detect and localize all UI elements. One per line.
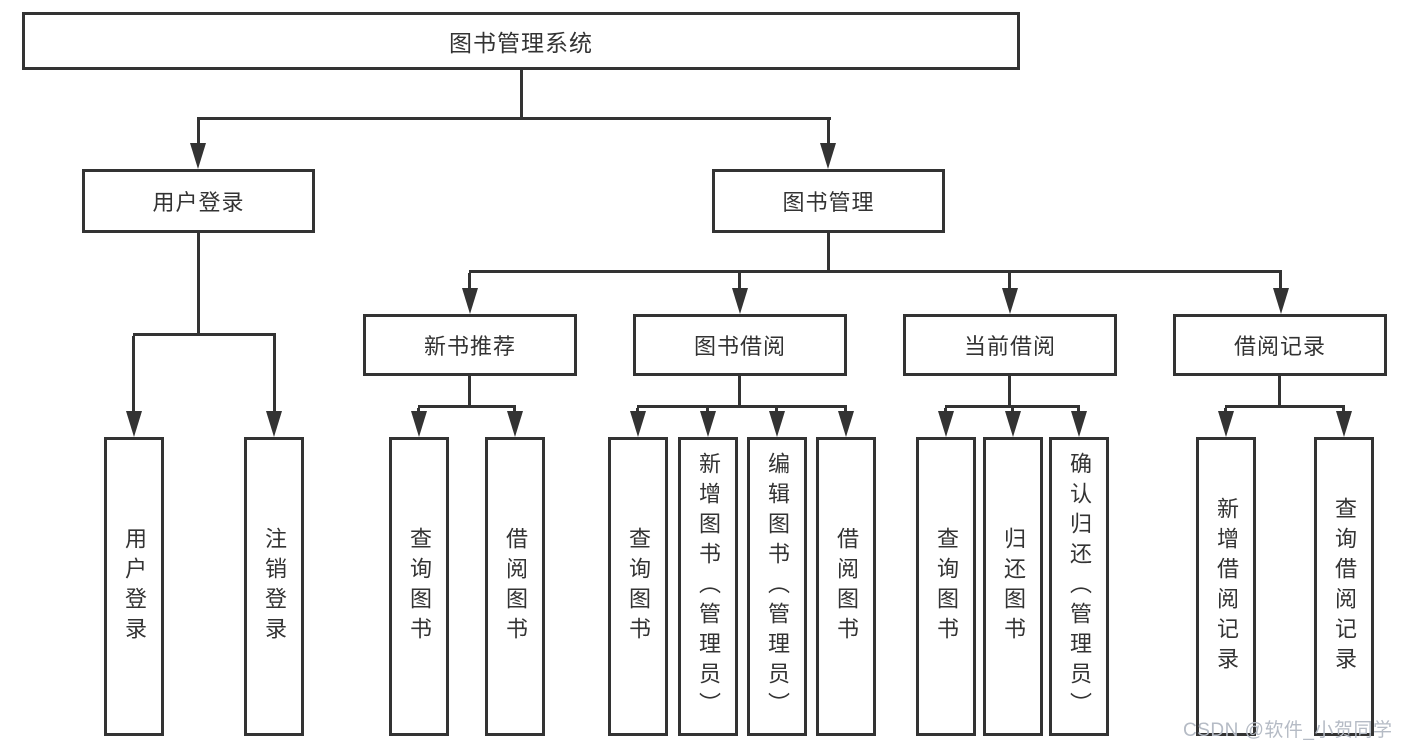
leaf-borrow-books: 借阅图书 — [816, 437, 876, 736]
arrow-down-icon — [732, 288, 748, 314]
leaf-query-books-current: 查询图书 — [916, 437, 976, 736]
node-label: 确认归还（管理员） — [1067, 451, 1092, 722]
node-label: 借阅图书 — [503, 526, 528, 647]
node-label: 借阅记录 — [1233, 334, 1326, 359]
connector-borrowing-bar — [637, 405, 847, 408]
leaf-add-book-admin: 新增图书（管理员） — [678, 437, 738, 736]
connector-drop-level3 — [1008, 273, 1011, 291]
arrow-down-icon — [820, 143, 836, 169]
arrow-down-icon — [938, 411, 954, 437]
node-label: 新增借阅记录 — [1214, 496, 1239, 677]
node-borrow-records: 借阅记录 — [1173, 314, 1387, 376]
arrow-down-icon — [1336, 411, 1352, 437]
connector-book-management-stem — [827, 233, 830, 272]
connector-drop-level3 — [738, 273, 741, 291]
node-label: 查询图书 — [407, 526, 432, 647]
node-label: 新书推荐 — [423, 334, 516, 359]
arrow-down-icon — [769, 411, 785, 437]
node-label: 查询图书 — [626, 526, 651, 647]
node-label: 用户登录 — [122, 526, 147, 647]
leaf-add-borrow-record: 新增借阅记录 — [1196, 437, 1256, 736]
node-label: 图书管理 — [782, 190, 875, 215]
connector-drop-user-login — [197, 119, 200, 145]
leaf-confirm-return-admin: 确认归还（管理员） — [1049, 437, 1109, 736]
connector-recommend-bar — [418, 405, 516, 408]
leaf-user-login: 用户登录 — [104, 437, 164, 736]
node-book-management: 图书管理 — [712, 169, 945, 233]
arrow-down-icon — [1273, 288, 1289, 314]
connector-borrowing-stem — [738, 376, 741, 407]
connector-recommend-stem — [468, 376, 471, 407]
node-user-login: 用户登录 — [82, 169, 315, 233]
arrow-down-icon — [1071, 411, 1087, 437]
connector-root-bar — [197, 117, 831, 120]
leaf-query-borrow-record: 查询借阅记录 — [1314, 437, 1374, 736]
node-library-management-system: 图书管理系统 — [22, 12, 1020, 70]
leaf-query-books-borrowing: 查询图书 — [608, 437, 668, 736]
node-label: 归还图书 — [1001, 526, 1026, 647]
arrow-down-icon — [838, 411, 854, 437]
connector-book-management-bar — [469, 270, 1282, 273]
connector-drop-leaf — [273, 336, 276, 413]
node-label: 查询图书 — [934, 526, 959, 647]
node-label: 图书借阅 — [693, 334, 786, 359]
arrow-down-icon — [462, 288, 478, 314]
arrow-down-icon — [190, 143, 206, 169]
node-label: 新增图书（管理员） — [696, 451, 721, 722]
connector-drop-level3 — [1279, 273, 1282, 291]
connector-current-stem — [1008, 376, 1011, 407]
node-label: 当前借阅 — [963, 334, 1056, 359]
connector-user-login-stem — [197, 233, 200, 335]
connector-current-bar — [945, 405, 1080, 408]
arrow-down-icon — [411, 411, 427, 437]
leaf-logout: 注销登录 — [244, 437, 304, 736]
connector-root-stem — [520, 68, 523, 119]
connector-drop-leaf — [132, 336, 135, 413]
node-label: 编辑图书（管理员） — [765, 451, 790, 722]
leaf-query-books-recommend: 查询图书 — [389, 437, 449, 736]
node-current-borrowing: 当前借阅 — [903, 314, 1117, 376]
leaf-edit-book-admin: 编辑图书（管理员） — [747, 437, 807, 736]
node-label: 查询借阅记录 — [1332, 496, 1357, 677]
node-label: 用户登录 — [152, 190, 245, 215]
arrow-down-icon — [1005, 411, 1021, 437]
leaf-return-book: 归还图书 — [983, 437, 1043, 736]
connector-drop-level3 — [468, 273, 471, 291]
node-label: 图书管理系统 — [449, 30, 593, 56]
arrow-down-icon — [126, 411, 142, 437]
connector-records-stem — [1278, 376, 1281, 407]
node-book-borrowing: 图书借阅 — [633, 314, 847, 376]
connector-records-bar — [1225, 405, 1345, 408]
arrow-down-icon — [1218, 411, 1234, 437]
arrow-down-icon — [507, 411, 523, 437]
node-new-book-recommend: 新书推荐 — [363, 314, 577, 376]
arrow-down-icon — [266, 411, 282, 437]
node-label: 注销登录 — [262, 526, 287, 647]
node-label: 借阅图书 — [834, 526, 859, 647]
connector-drop-book-management — [827, 119, 830, 145]
connector-user-login-bar — [133, 333, 276, 336]
arrow-down-icon — [700, 411, 716, 437]
leaf-borrow-books-recommend: 借阅图书 — [485, 437, 545, 736]
csdn-watermark: CSDN @软件_小贺同学 — [1183, 720, 1393, 741]
arrow-down-icon — [1002, 288, 1018, 314]
arrow-down-icon — [630, 411, 646, 437]
